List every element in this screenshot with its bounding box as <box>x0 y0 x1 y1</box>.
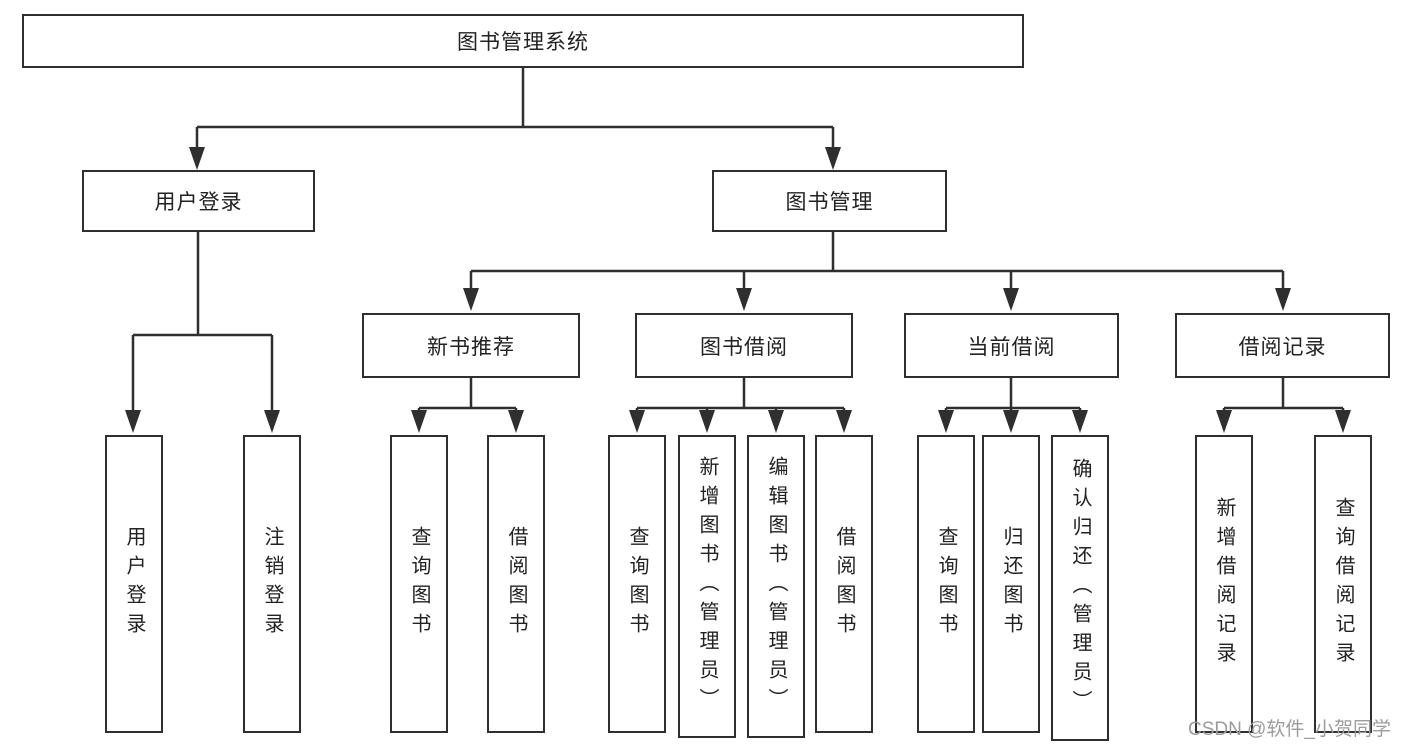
leaf-current-confirm-admin-label: 确认归还（管理员） <box>1069 457 1091 719</box>
leaf-borrow-add-admin-label: 新增图书（管理员） <box>696 456 718 717</box>
node-user-login-label: 用户登录 <box>154 191 243 214</box>
node-current-borrow-label: 当前借阅 <box>967 335 1056 359</box>
node-new-book-recommend: 新书推荐 <box>362 313 580 378</box>
leaf-newbook-query: 查询图书 <box>390 435 448 733</box>
leaf-borrow-edit-admin: 编辑图书（管理员） <box>747 435 805 738</box>
leaf-current-return-label: 归还图书 <box>1000 526 1022 642</box>
node-book-management: 图书管理 <box>712 170 947 232</box>
node-borrow-record: 借阅记录 <box>1175 313 1390 378</box>
leaf-current-return: 归还图书 <box>982 435 1040 733</box>
leaf-current-query-label: 查询图书 <box>935 526 957 642</box>
leaf-newbook-borrow: 借阅图书 <box>487 435 545 733</box>
leaf-borrow-book-label: 借阅图书 <box>833 526 855 642</box>
node-book-management-label: 图书管理 <box>785 191 874 214</box>
leaf-newbook-query-label: 查询图书 <box>408 526 430 642</box>
leaf-record-query: 查询借阅记录 <box>1314 435 1372 733</box>
leaf-record-add-label: 新增借阅记录 <box>1213 497 1235 671</box>
leaf-logout-label: 注销登录 <box>261 526 283 642</box>
node-user-login: 用户登录 <box>82 170 315 232</box>
node-new-book-recommend-label: 新书推荐 <box>427 335 515 359</box>
node-root-system: 图书管理系统 <box>22 14 1024 68</box>
leaf-borrow-edit-admin-label: 编辑图书（管理员） <box>765 456 787 717</box>
leaf-record-add: 新增借阅记录 <box>1195 435 1253 733</box>
leaf-borrow-query-label: 查询图书 <box>626 526 648 642</box>
csdn-watermark: CSDN @软件_小贺同学 <box>1188 719 1391 740</box>
leaf-logout: 注销登录 <box>243 435 301 733</box>
node-borrow-record-label: 借阅记录 <box>1238 335 1327 359</box>
node-book-borrow: 图书借阅 <box>635 313 853 378</box>
leaf-current-confirm-admin: 确认归还（管理员） <box>1051 435 1109 741</box>
arrowheads <box>125 147 1351 433</box>
leaf-newbook-borrow-label: 借阅图书 <box>505 526 527 642</box>
node-root-label: 图书管理系统 <box>457 31 589 54</box>
node-book-borrow-label: 图书借阅 <box>700 335 788 359</box>
leaf-record-query-label: 查询借阅记录 <box>1332 497 1354 671</box>
leaf-current-query: 查询图书 <box>917 435 975 733</box>
leaf-borrow-book: 借阅图书 <box>815 435 873 733</box>
node-current-borrow: 当前借阅 <box>904 313 1119 378</box>
leaf-user-login: 用户登录 <box>105 435 163 733</box>
leaf-borrow-add-admin: 新增图书（管理员） <box>678 435 736 738</box>
leaf-user-login-label: 用户登录 <box>123 526 145 642</box>
leaf-borrow-query: 查询图书 <box>608 435 666 733</box>
